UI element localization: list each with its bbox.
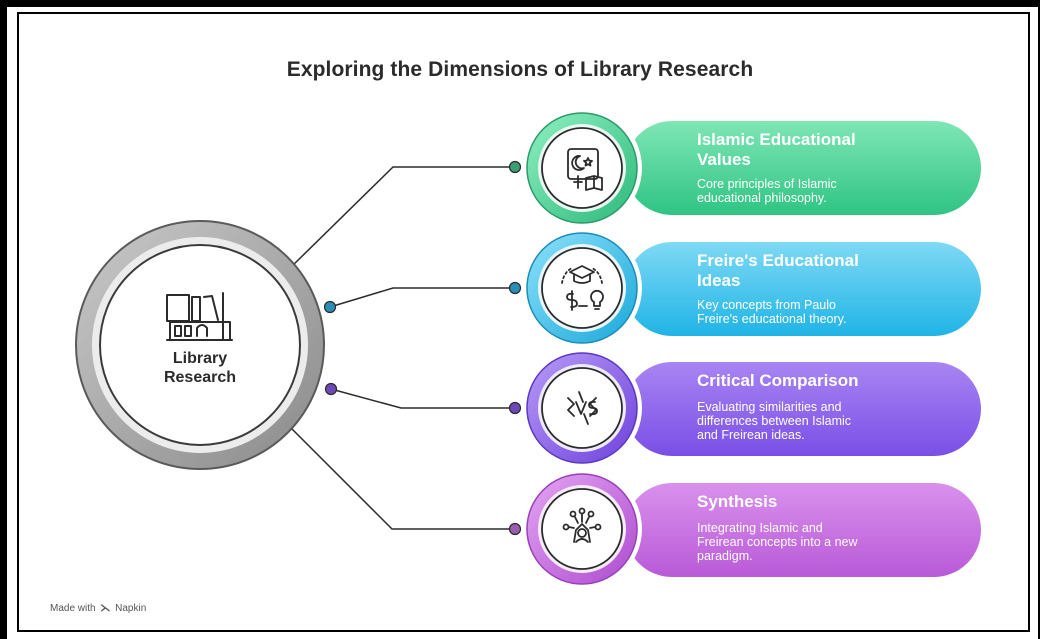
branch-dot-3 [508, 401, 522, 415]
branch-title-3: Critical Comparison [697, 371, 937, 391]
branch-dot-2 [508, 281, 522, 295]
branch-desc-1-line2: educational philosophy. [697, 191, 827, 205]
branch-title-2-line1: Freire's Educational [697, 251, 859, 270]
branch-title-4-line1: Synthesis [697, 492, 778, 511]
hub-node [75, 220, 325, 470]
graduation-cap-lightbulb-icon [561, 265, 604, 311]
branch-desc-2-line2: Freire's educational theory. [697, 312, 847, 326]
branch-title-1: Islamic Educational Values [697, 130, 937, 170]
hub-label-line1: Library [172, 350, 228, 367]
branch-card-2 [522, 228, 981, 348]
hub-label-line2: Research [163, 369, 237, 386]
branch-card-1 [522, 108, 981, 228]
branch-desc-2-line1: Key concepts from Paulo [697, 298, 836, 312]
inner-frame [17, 12, 1030, 632]
branch-title-2-line2: Ideas [697, 271, 741, 290]
connector-line-4 [287, 424, 515, 530]
versus-icon [567, 391, 598, 425]
branch-desc-3: Evaluating similarities and differences … [697, 400, 947, 442]
hub-label: Library Research [140, 349, 260, 387]
branch-desc-1: Core principles of Islamic educational p… [697, 177, 947, 205]
footer-credit: Made with ⋋ Napkin [50, 603, 146, 614]
branch-desc-3-line3: and Freirean ideas. [697, 428, 805, 442]
branch-title-3-line1: Critical Comparison [697, 371, 859, 390]
napkin-logo-icon: ⋋ [100, 603, 111, 614]
branch-desc-3-line1: Evaluating similarities and [697, 400, 842, 414]
branch-title-1-line1: Islamic Educational [697, 130, 856, 149]
branch-desc-4: Integrating Islamic and Freirean concept… [697, 521, 947, 563]
branch-desc-2: Key concepts from Paulo Freire's educati… [697, 298, 947, 326]
branch-title-4: Synthesis [697, 492, 937, 512]
branch-dot-1 [508, 160, 522, 174]
connector-lines [287, 166, 515, 530]
branch-dot-4 [508, 522, 522, 536]
hub-dot-2 [323, 300, 337, 314]
crescent-book-icon [567, 148, 603, 191]
branch-desc-4-line2: Freirean concepts into a new [697, 535, 858, 549]
branch-title-2: Freire's Educational Ideas [697, 251, 937, 291]
branch-title-1-line2: Values [697, 150, 751, 169]
connector-line-2 [329, 287, 515, 308]
branch-card-3 [522, 348, 981, 468]
branch-desc-1-line1: Core principles of Islamic [697, 177, 837, 191]
footer-brand: Napkin [115, 603, 147, 614]
connector-line-3 [330, 388, 515, 409]
integration-network-icon [562, 507, 602, 543]
branch-desc-4-line1: Integrating Islamic and [697, 521, 823, 535]
branch-desc-4-line3: paradigm. [697, 549, 753, 563]
library-books-icon [166, 292, 233, 341]
hub-dot-3 [324, 382, 338, 396]
footer-prefix: Made with [50, 603, 96, 614]
diagram-title: Exploring the Dimensions of Library Rese… [286, 58, 754, 81]
branch-desc-3-line2: differences between Islamic [697, 414, 852, 428]
connector-line-1 [287, 166, 515, 271]
